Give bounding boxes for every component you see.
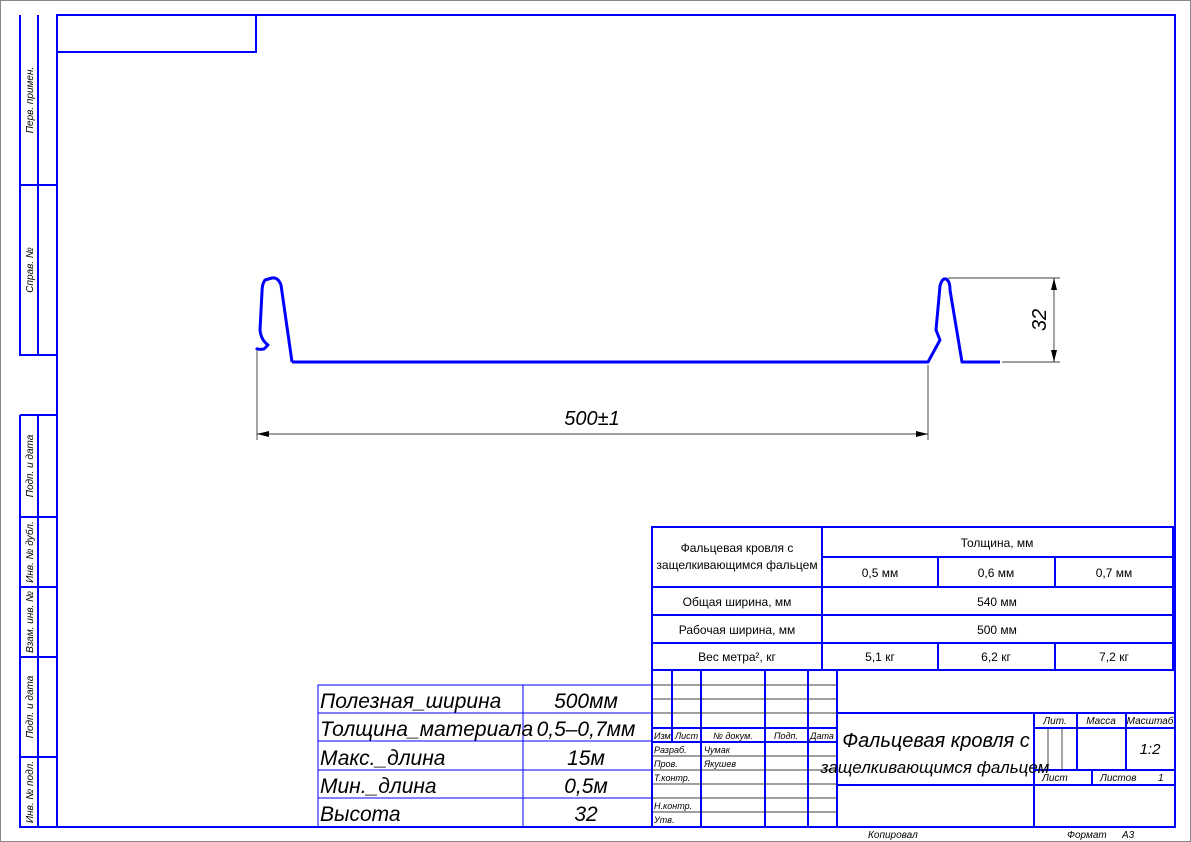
lit-label: Лит. bbox=[1042, 716, 1066, 727]
header-date: Дата bbox=[809, 731, 834, 741]
side-label: Взам. инв. № bbox=[25, 591, 36, 653]
header-doc: № докум. bbox=[713, 731, 753, 741]
roof-panel-profile bbox=[254, 276, 1000, 364]
mass-label: Масса bbox=[1086, 716, 1116, 727]
params-table: Полезная_ширина 500мм Толщина_материала … bbox=[317, 684, 653, 828]
param-value: 0,5–0,7мм bbox=[537, 718, 636, 741]
weight-cell: 7,2 кг bbox=[1099, 650, 1129, 664]
copied-label: Копировал bbox=[868, 830, 918, 841]
format-value: А3 bbox=[1121, 830, 1135, 841]
thickness-cell: 0,7 мм bbox=[1096, 566, 1133, 580]
header-izm: Изм. bbox=[654, 731, 673, 741]
row-label: Рабочая ширина, мм bbox=[679, 623, 796, 637]
thickness-header: Толщина, мм bbox=[961, 536, 1034, 550]
side-label: Инв. № подл. bbox=[25, 761, 36, 823]
param-value: 32 bbox=[574, 803, 598, 826]
param-value: 0,5м bbox=[564, 775, 608, 798]
role-approved: Утв. bbox=[653, 815, 674, 825]
row-label: Общая ширина, мм bbox=[683, 595, 792, 609]
spec-title-line2: защелкивающимся фальцем bbox=[656, 558, 817, 572]
format-label: Формат bbox=[1067, 830, 1107, 841]
param-value: 500мм bbox=[554, 690, 618, 713]
checker-name: Якушев bbox=[703, 759, 736, 769]
spec-title-line1: Фальцевая кровля с bbox=[681, 541, 794, 555]
role-tech-control: Т.контр. bbox=[654, 773, 690, 783]
header-sign: Подп. bbox=[774, 731, 798, 741]
role-checker: Пров. bbox=[654, 759, 678, 769]
width-dimension-label: 500±1 bbox=[564, 408, 619, 430]
side-label: Подп. и дата bbox=[25, 675, 36, 738]
param-label: Толщина_материала bbox=[320, 718, 533, 741]
role-norm-control: Н.контр. bbox=[654, 801, 692, 811]
side-strip: Перв. примен. Справ. № Подп. и дата Инв.… bbox=[19, 15, 57, 828]
param-label: Высота bbox=[320, 803, 401, 826]
dimension-height: 32 bbox=[948, 277, 1060, 363]
title-block: Изм. Лист № докум. Подп. Дата Разраб. Чу… bbox=[651, 669, 1175, 841]
weight-cell: 5,1 кг bbox=[865, 650, 895, 664]
weight-label: Вес метра², кг bbox=[698, 650, 776, 664]
height-dimension-label: 32 bbox=[1029, 309, 1051, 331]
param-value: 15м bbox=[567, 747, 605, 770]
scale-value: 1:2 bbox=[1140, 741, 1162, 758]
row-value: 500 мм bbox=[977, 623, 1017, 637]
side-label: Справ. № bbox=[25, 247, 36, 293]
sheets-value: 1 bbox=[1158, 773, 1164, 784]
weight-cell: 6,2 кг bbox=[981, 650, 1011, 664]
scale-label: Масштаб bbox=[1127, 715, 1174, 727]
top-left-box bbox=[56, 14, 257, 53]
row-value: 540 мм bbox=[977, 595, 1017, 609]
header-list: Лист bbox=[674, 731, 699, 741]
sheet-label: Лист bbox=[1041, 773, 1068, 784]
param-label: Мин._длина bbox=[320, 775, 437, 798]
side-label: Инв. № дубл. bbox=[24, 521, 36, 583]
side-label: Подп. и дата bbox=[25, 434, 36, 497]
developer-name: Чумак bbox=[704, 745, 731, 755]
dimension-width: 500±1 bbox=[256, 350, 929, 440]
thickness-cell: 0,6 мм bbox=[978, 566, 1015, 580]
param-label: Полезная_ширина bbox=[320, 690, 501, 713]
side-label: Перв. примен. bbox=[25, 67, 36, 133]
drawing-name-line1: Фальцевая кровля с bbox=[842, 730, 1030, 752]
param-label: Макс._длина bbox=[320, 747, 445, 770]
thickness-cell: 0,5 мм bbox=[862, 566, 899, 580]
drawing-name-line2: защелкивающимся фальцем bbox=[820, 758, 1050, 777]
sheets-label: Листов bbox=[1099, 773, 1136, 784]
role-developer: Разраб. bbox=[654, 745, 687, 755]
